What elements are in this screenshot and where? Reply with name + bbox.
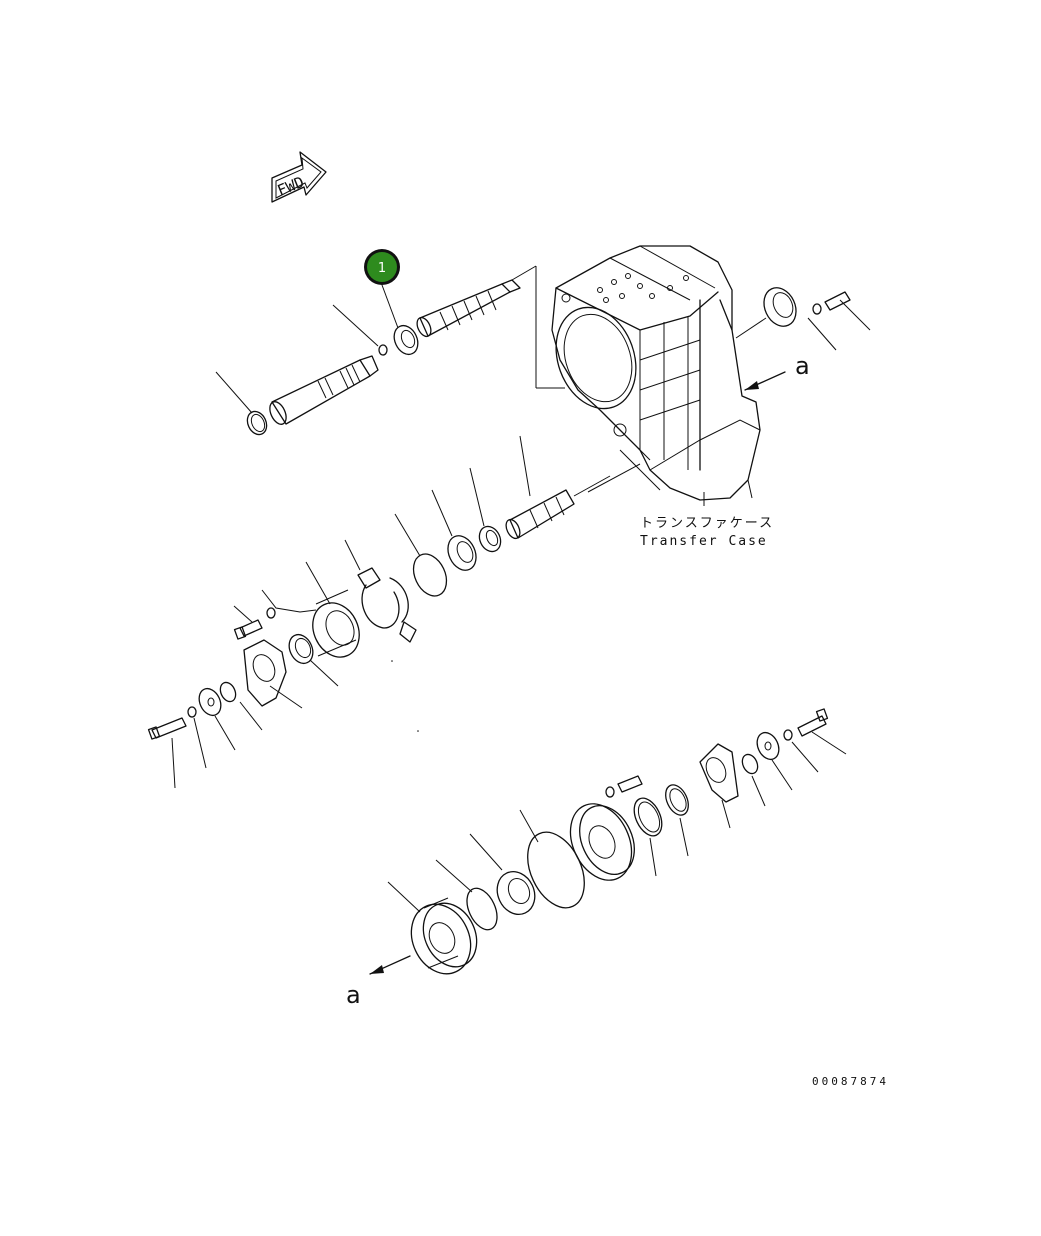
transfer-case-housing xyxy=(551,245,761,506)
arrow-label-bottom: a xyxy=(346,981,361,1009)
arrow-a-bottom: a xyxy=(346,955,411,1009)
drawing-number: 00087874 xyxy=(812,1075,889,1088)
middle-shaft-assembly xyxy=(147,435,611,789)
case-label-jp: トランスファケース xyxy=(640,516,774,531)
transfer-case-label: トランスファケース Transfer Case xyxy=(587,463,774,549)
case-label-en: Transfer Case xyxy=(640,534,768,549)
fwd-arrow-icon: FWD xyxy=(271,151,327,203)
arrow-a-top: a xyxy=(744,352,810,391)
arrow-label-top: a xyxy=(795,352,810,380)
lower-shaft-assembly xyxy=(387,708,847,975)
upper-shaft-assembly xyxy=(215,265,565,436)
callout-1[interactable]: 1 xyxy=(364,249,400,329)
callout-1-badge xyxy=(367,252,397,282)
fwd-label: FWD xyxy=(275,173,307,200)
right-cover-parts xyxy=(735,287,871,351)
callout-1-number: 1 xyxy=(378,261,386,276)
